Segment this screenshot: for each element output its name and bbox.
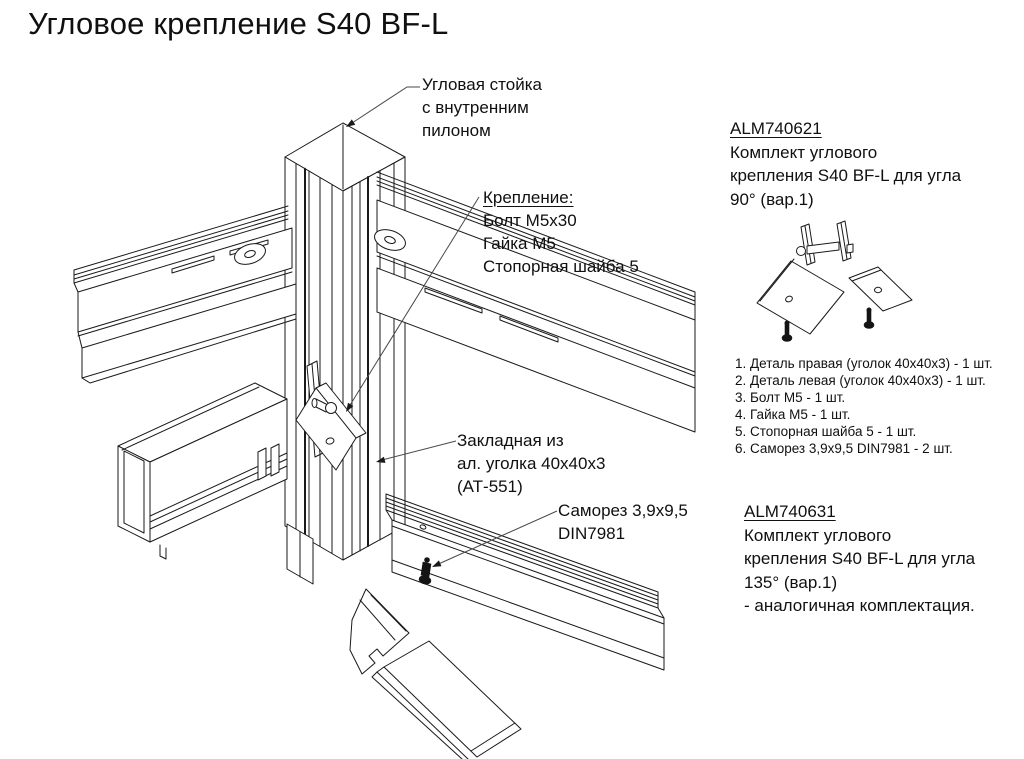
label-line: Угловая стойка [422,75,542,94]
label-line: Закладная из [457,431,564,450]
corner-post-drawing [284,122,406,585]
part-item: 3. Болт M5 - 1 шт. [735,389,846,405]
kit-drawing [756,220,913,342]
kit-desc-line: Комплект углового [730,143,878,162]
label-embedded-angle: Закладная из ал. уголка 40x40x3 (АТ-551) [457,429,605,498]
part-item: 4. Гайка M5 - 1 шт. [735,406,851,422]
label-line: ал. уголка 40x40x3 [457,454,606,473]
embedded-bracket-drawing [295,360,367,471]
kit2-description: Комплект углового крепления S40 BF-L для… [744,524,975,617]
label-line: DIN7981 [558,524,626,543]
label-screw: Саморез 3,9x9,5 DIN7981 [558,499,688,545]
kit1-parts-list: 1. Деталь правая (уголок 40x40x3) - 1 шт… [735,356,993,457]
label-line: Болт M5x30 [483,211,577,230]
kit-desc-line: 90° (вар.1) [730,189,814,209]
kit-desc-line: - аналогичная комплектация. [744,595,975,615]
part-item: 1. Деталь правая (уголок 40x40x3) - 1 шт… [735,356,993,371]
kit-desc-line: крепления S40 BF-L для угла [744,549,976,569]
label-fastening-title: Крепление: [483,188,574,207]
kit2-code: ALM740631 [744,502,836,521]
part-item: 5. Стопорная шайба 5 - 1 шт. [735,423,917,439]
label-line: (АТ-551) [457,477,523,496]
left-transom-drawing [117,382,288,560]
part-item: 2. Деталь левая (уголок 40x40x3) - 1 шт. [735,372,986,388]
page-title: Угловое крепление S40 BF-L [28,6,449,41]
detached-covers-drawing [349,588,522,759]
part-item: 6. Саморез 3,9x9,5 DIN7981 - 2 шт. [735,440,953,456]
label-line: Стопорная шайба 5 [483,257,639,276]
label-line: с внутренним [422,98,529,117]
lower-rail-drawing [385,493,665,671]
label-line: пилоном [422,121,491,140]
label-corner-post: Угловая стойка с внутренним пилоном [422,73,542,142]
label-fastening: Крепление: Болт M5x30 Гайка M5 Стопорная… [483,186,639,278]
kit1-description: Комплект углового крепления S40 BF-L для… [730,141,961,211]
leader-lines [346,86,558,567]
kit-desc-line: Комплект углового [744,526,892,545]
label-line: Гайка M5 [483,234,556,253]
kit-desc-line: крепления S40 BF-L для угла [730,166,962,186]
kit-desc-line: 135° (вар.1) [744,572,838,592]
kit1-code: ALM740621 [730,119,822,138]
label-line: Саморез 3,9x9,5 [558,501,688,520]
left-mullion-drawing [73,205,297,384]
